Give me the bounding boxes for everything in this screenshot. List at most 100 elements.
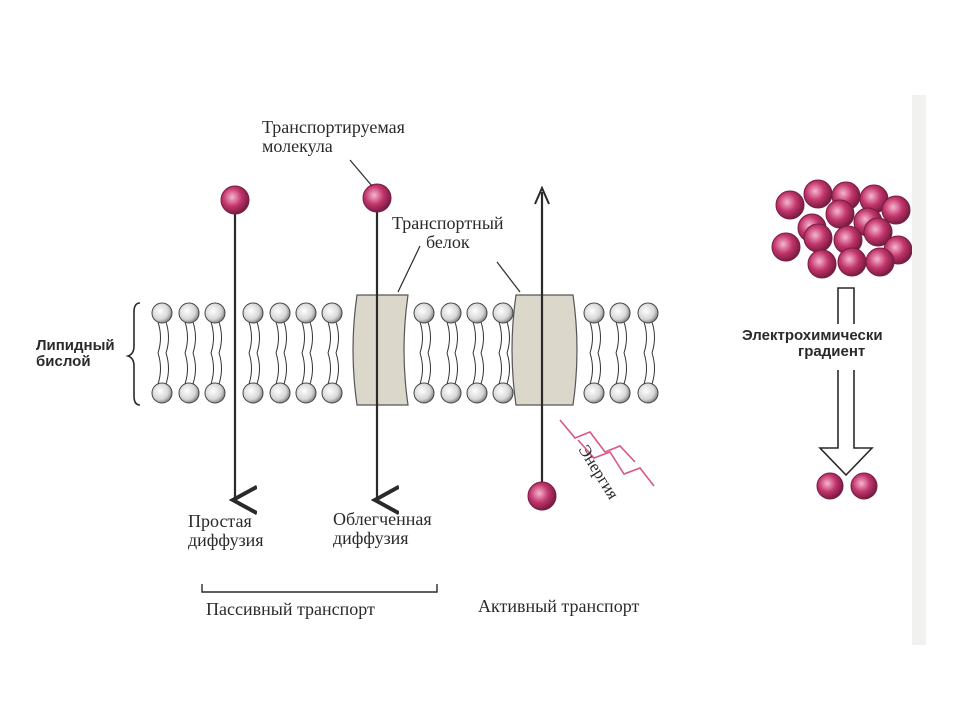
lipid-head (583, 302, 605, 324)
lipid-tail (248, 352, 252, 385)
lipid-tail (256, 352, 260, 385)
label-lipid-bilayer: Липидный бислой (36, 338, 115, 370)
lipid-tail (184, 352, 188, 385)
energy-zigzag-2 (577, 439, 655, 487)
lipid-tail (419, 352, 423, 385)
label-transported-molecule-line1: Транспортируемая (262, 117, 405, 137)
molecule-cluster-item (865, 247, 895, 277)
scan-edge-strip (912, 95, 926, 645)
label-simple-diffusion-line1: Простая (188, 511, 252, 531)
bilayer-brace (125, 302, 141, 406)
lipid-head (413, 382, 435, 404)
lipid-tail (157, 321, 161, 354)
label-active-transport: Активный транспорт (478, 596, 640, 616)
lipid-tail (275, 352, 279, 385)
molecule-cluster-item (771, 232, 801, 262)
lipid-tail (210, 352, 214, 385)
lipid-tail (301, 321, 305, 354)
lipid-tail (643, 352, 647, 385)
lipid-tail (498, 321, 502, 354)
lipid-head (242, 382, 264, 404)
lipid-tail (335, 352, 339, 385)
lipid-tail (597, 352, 601, 385)
lipid-tail (419, 321, 423, 354)
molecule-cluster-item (881, 195, 911, 225)
lipid-head (466, 302, 488, 324)
lipid-tail (210, 321, 214, 354)
lipid-head (321, 382, 343, 404)
lipid-head (583, 382, 605, 404)
molecule-cluster-item (837, 247, 867, 277)
lipid-tail (623, 321, 627, 354)
lipid-tail (472, 352, 476, 385)
lipid-head (204, 382, 226, 404)
label-lipid-bilayer-line2: бислой (36, 352, 91, 370)
lipid-tail (192, 352, 196, 385)
molecule-cluster-item (775, 190, 805, 220)
label-transport-protein-line1: Транспортный (392, 213, 504, 233)
lipid-head (151, 302, 173, 324)
passive-transport-bracket (201, 584, 438, 593)
lipid-tail (283, 321, 287, 354)
lipid-tail (589, 321, 593, 354)
lipid-tail (427, 321, 431, 354)
active-transport-arrowhead (534, 185, 550, 205)
lipid-tail (327, 352, 331, 385)
lipid-tail (446, 352, 450, 385)
gradient-arrow (818, 287, 874, 477)
lipid-tail (506, 321, 510, 354)
molecule-active (527, 481, 557, 511)
lipid-head (413, 302, 435, 324)
lipid-head (637, 302, 659, 324)
label-passive-transport: Пассивный транспорт (206, 599, 375, 619)
lipid-tail (446, 321, 450, 354)
lipid-head (242, 302, 264, 324)
lipid-head (440, 382, 462, 404)
molecule-leader-line (349, 159, 373, 187)
lipid-head (269, 302, 291, 324)
lipid-tail (192, 321, 196, 354)
label-facilitated-diffusion-line2: диффузия (333, 527, 409, 548)
lipid-head (178, 302, 200, 324)
lipid-tail (480, 321, 484, 354)
lipid-tail (184, 321, 188, 354)
lipid-tail (256, 321, 260, 354)
lipid-tail (327, 321, 331, 354)
lipid-tail (157, 352, 161, 385)
lipid-tail (498, 352, 502, 385)
molecule-cluster-item (863, 217, 893, 247)
lipid-tail (623, 352, 627, 385)
molecule-simple (220, 185, 250, 215)
label-transport-protein-line2: белок (425, 231, 470, 252)
lipid-tail (454, 321, 458, 354)
lipid-head (609, 302, 631, 324)
lipid-head (440, 302, 462, 324)
molecule-cluster-item (825, 199, 855, 229)
lipid-tail (615, 321, 619, 354)
lipid-tail (248, 321, 252, 354)
label-facilitated-diffusion: Облегченная диффузия (333, 510, 432, 548)
label-transport-protein: Транспортный белок (392, 214, 504, 252)
protein-leader-line-right (496, 261, 521, 293)
label-electrochemical-gradient: Электрохимически градиент (742, 328, 926, 360)
lipid-tail (472, 321, 476, 354)
lipid-tail (454, 352, 458, 385)
lipid-tail (597, 321, 601, 354)
lipid-head (466, 382, 488, 404)
lipid-tail (480, 352, 484, 385)
lipid-tail (427, 352, 431, 385)
lipid-tail (309, 321, 313, 354)
label-simple-diffusion-line2: диффузия (188, 529, 264, 550)
label-electrochemical-gradient-line2: градиент (798, 342, 866, 360)
transport-protein-pump (511, 294, 578, 406)
lipid-head (492, 382, 514, 404)
molecule-low-2 (850, 472, 878, 500)
molecule-cluster (771, 179, 913, 279)
molecule-low-1 (816, 472, 844, 500)
lipid-head (609, 382, 631, 404)
label-simple-diffusion: Простая диффузия (188, 512, 264, 550)
lipid-bilayer (151, 302, 659, 404)
energy-zigzag-1 (559, 419, 636, 463)
lipid-tail (301, 352, 305, 385)
